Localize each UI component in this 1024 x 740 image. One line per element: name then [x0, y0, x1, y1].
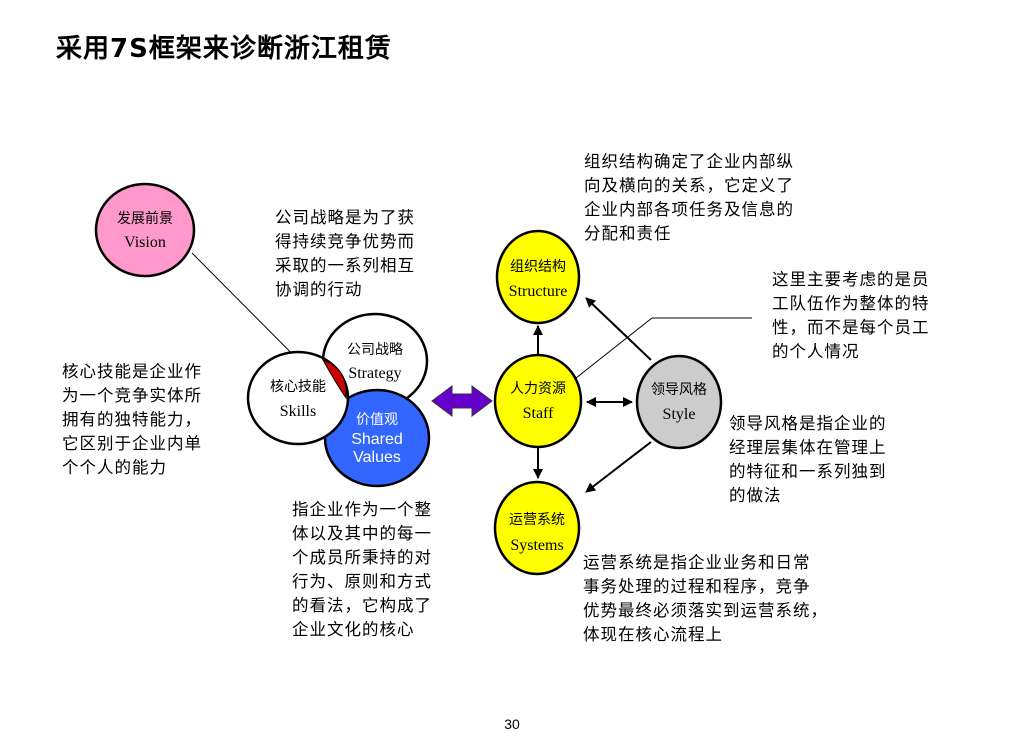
skills-en-label: Skills: [280, 403, 316, 420]
double-arrow: [431, 385, 493, 417]
vision-en-label: Vision: [124, 234, 166, 251]
node-vision: 发展前景 Vision: [94, 182, 196, 278]
overlap-highlight: [321, 359, 347, 400]
node-staff: 人力资源 Staff: [493, 353, 583, 449]
node-shared-values: 价值观 Shared Values: [323, 388, 431, 488]
shared-en-label-1: Shared: [351, 431, 403, 448]
structure-cn-label: 组织结构: [510, 259, 566, 275]
systems-description: 运营系统是指企业业务和日常 事务处理的过程和程序，竞争 优势最终必须落实到运营系…: [583, 553, 828, 644]
arrow-style-to-structure: [585, 297, 652, 361]
systems-cn-label: 运营系统: [509, 512, 565, 528]
structure-en-label: Structure: [509, 283, 568, 300]
staff-description: 这里主要考虑的是员 工队伍作为整体的特 性，而不是每个员工 的个人情况: [772, 270, 930, 361]
node-structure: 组织结构 Structure: [495, 229, 581, 325]
node-systems: 运营系统 Systems: [493, 480, 581, 576]
strategy-cn-label: 公司战略: [347, 342, 403, 358]
style-cn-label: 领导风格: [651, 382, 707, 398]
page-number: 30: [504, 716, 520, 732]
shared-values-description: 指企业作为一个整 体以及其中的每一 个成员所秉持的对 行为、原则和方式 的看法，…: [292, 500, 432, 639]
shared-en-label-2: Values: [353, 449, 401, 466]
style-en-label: Style: [663, 406, 696, 423]
shared-cn-label: 价值观: [356, 412, 398, 428]
skills-description: 核心技能是企业作 为一个竞争实体所 拥有的独特能力， 它区别于企业内单 个个人的…: [62, 362, 202, 477]
strategy-en-label: Strategy: [348, 365, 401, 382]
systems-en-label: Systems: [510, 537, 563, 554]
structure-description: 组织结构确定了企业内部纵 向及横向的关系，它定义了 企业内部各项任务及信息的 分…: [584, 152, 794, 243]
node-style: 领导风格 Style: [635, 354, 723, 450]
arrow-style-to-systems: [585, 441, 652, 493]
staff-cn-label: 人力资源: [510, 381, 566, 397]
skills-cn-label: 核心技能: [270, 379, 326, 395]
node-skills: 核心技能 Skills: [246, 350, 350, 446]
page-title: 采用7S框架来诊断浙江租赁: [56, 34, 392, 64]
vision-cn-label: 发展前景: [117, 210, 173, 227]
staff-en-label: Staff: [523, 405, 554, 422]
strategy-description: 公司战略是为了获 得持续竞争优势而 采取的一系列相互 协调的行动: [275, 208, 415, 299]
style-description: 领导风格是指企业的 经理层集体在管理上 的特征和一系列独到 的做法: [729, 414, 887, 505]
structure-callout-line: [575, 317, 653, 379]
